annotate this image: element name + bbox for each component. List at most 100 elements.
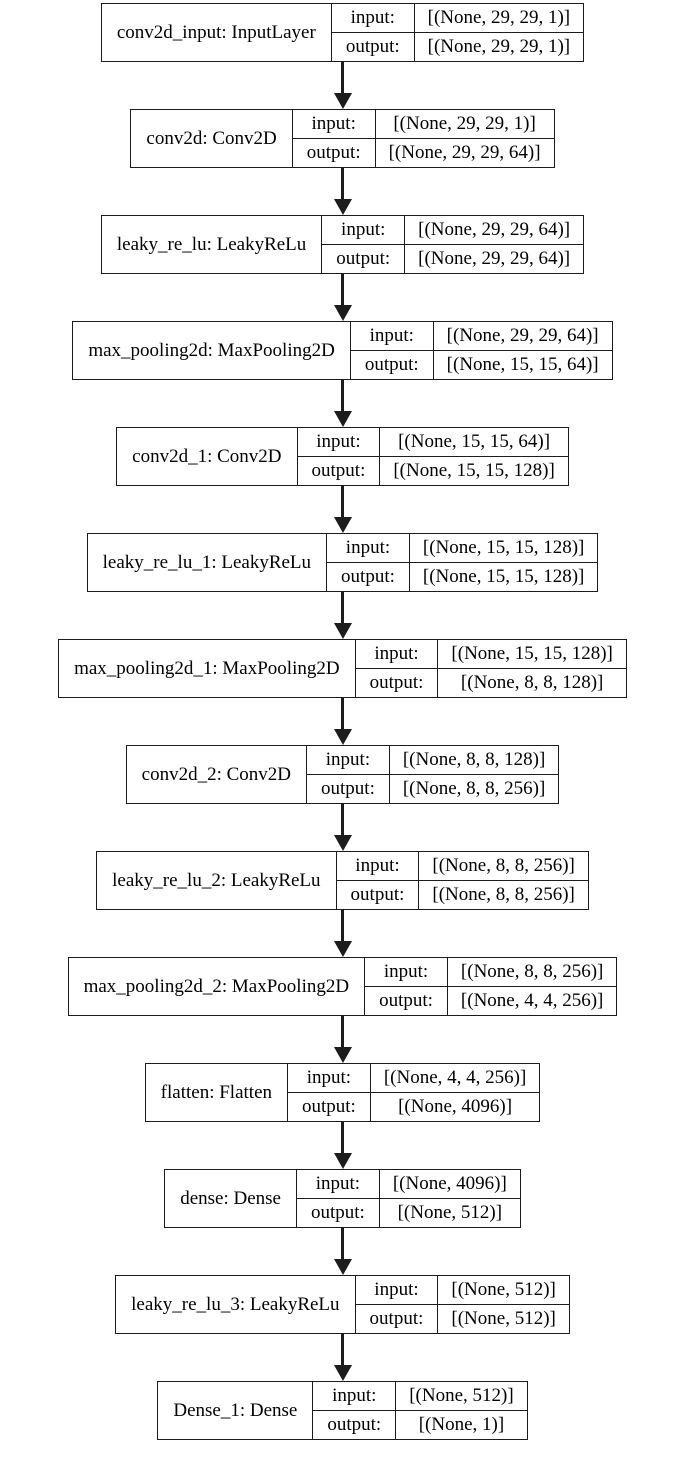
- input-label: input:: [335, 851, 420, 881]
- layer-node-conv2d-input: conv2d_input: InputLayer input: [(None, …: [100, 3, 585, 62]
- output-shape: [(None, 4096)]: [369, 1092, 541, 1122]
- layer-name: Dense_1: Dense: [157, 1381, 314, 1440]
- arrow-stem: [341, 486, 344, 517]
- connector-arrow: [333, 168, 352, 215]
- output-label: output:: [312, 1410, 397, 1440]
- layer-node-max-pooling2d: max_pooling2d: MaxPooling2D input: [(Non…: [72, 321, 613, 380]
- layer-node-conv2d-1: conv2d_1: Conv2D input: [(None, 15, 15, …: [116, 427, 569, 486]
- output-shape: [(None, 8, 8, 256)]: [388, 774, 560, 804]
- arrowhead-icon: [333, 517, 352, 533]
- input-label: input:: [364, 957, 448, 987]
- input-shape: [(None, 8, 8, 256)]: [418, 851, 589, 881]
- connector-arrow: [333, 1228, 352, 1275]
- output-shape: [(None, 4, 4, 256)]: [446, 986, 618, 1016]
- arrowhead-icon: [333, 1153, 352, 1169]
- output-label: output:: [330, 32, 415, 62]
- input-label: input:: [354, 1275, 439, 1305]
- output-label: output:: [354, 668, 439, 698]
- connector-arrow: [333, 1334, 352, 1381]
- arrow-stem: [341, 698, 344, 729]
- arrowhead-icon: [333, 835, 352, 851]
- arrowhead-icon: [333, 1047, 352, 1063]
- connector-arrow: [333, 380, 352, 427]
- input-label: input:: [321, 215, 406, 245]
- layer-node-max-pooling2d-2: max_pooling2d_2: MaxPooling2D input: [(N…: [67, 957, 618, 1016]
- layer-name: leaky_re_lu_2: LeakyReLu: [96, 851, 337, 910]
- layer-name: leaky_re_lu_3: LeakyReLu: [115, 1275, 356, 1334]
- input-shape: [(None, 15, 15, 128)]: [408, 533, 599, 563]
- layer-name: conv2d_input: InputLayer: [100, 3, 332, 62]
- layer-name: dense: Dense: [164, 1169, 297, 1228]
- arrow-stem: [341, 910, 344, 941]
- arrowhead-icon: [333, 1365, 352, 1381]
- input-shape: [(None, 512)]: [395, 1381, 528, 1411]
- output-shape: [(None, 512)]: [437, 1304, 570, 1334]
- layer-node-dense: dense: Dense input: [(None, 4096)] outpu…: [164, 1169, 521, 1228]
- input-shape: [(None, 8, 8, 256)]: [446, 957, 618, 987]
- arrow-stem: [341, 168, 344, 199]
- input-label: input:: [295, 1169, 380, 1199]
- layer-node-leaky-re-lu: leaky_re_lu: LeakyReLu input: [(None, 29…: [100, 215, 585, 274]
- input-label: input:: [291, 109, 376, 139]
- layer-node-leaky-re-lu-3: leaky_re_lu_3: LeakyReLu input: [(None, …: [115, 1275, 570, 1334]
- output-label: output:: [326, 562, 410, 592]
- layer-name: leaky_re_lu_1: LeakyReLu: [86, 533, 328, 592]
- output-label: output:: [349, 350, 434, 380]
- connector-arrow: [333, 804, 352, 851]
- output-shape: [(None, 29, 29, 64)]: [404, 244, 585, 274]
- input-label: input:: [326, 533, 410, 563]
- arrow-stem: [341, 804, 344, 835]
- arrowhead-icon: [333, 1259, 352, 1275]
- output-label: output:: [296, 456, 381, 486]
- connector-arrow: [333, 486, 352, 533]
- output-label: output:: [364, 986, 448, 1016]
- layer-name: conv2d_1: Conv2D: [116, 427, 298, 486]
- arrow-stem: [341, 1228, 344, 1259]
- input-shape: [(None, 29, 29, 1)]: [374, 109, 555, 139]
- output-shape: [(None, 15, 15, 128)]: [379, 456, 569, 486]
- input-shape: [(None, 29, 29, 64)]: [404, 215, 585, 245]
- layer-node-dense-1: Dense_1: Dense input: [(None, 512)] outp…: [157, 1381, 528, 1440]
- connector-arrow: [333, 62, 352, 109]
- input-label: input:: [296, 427, 381, 457]
- layer-name: conv2d: Conv2D: [130, 109, 293, 168]
- output-label: output:: [354, 1304, 439, 1334]
- output-shape: [(None, 29, 29, 1)]: [413, 32, 585, 62]
- input-label: input:: [330, 3, 415, 33]
- input-label: input:: [349, 321, 434, 351]
- layer-name: leaky_re_lu: LeakyReLu: [100, 215, 323, 274]
- connector-arrow: [333, 910, 352, 957]
- input-label: input:: [287, 1063, 371, 1093]
- output-label: output:: [287, 1092, 371, 1122]
- arrowhead-icon: [333, 93, 352, 109]
- input-label: input:: [354, 639, 439, 669]
- output-label: output:: [295, 1198, 380, 1228]
- input-label: input:: [312, 1381, 397, 1411]
- output-label: output:: [335, 880, 420, 910]
- input-shape: [(None, 29, 29, 64)]: [432, 321, 613, 351]
- connector-arrow: [333, 592, 352, 639]
- output-label: output:: [321, 244, 406, 274]
- input-shape: [(None, 4, 4, 256)]: [369, 1063, 541, 1093]
- connector-arrow: [333, 274, 352, 321]
- layer-name: max_pooling2d_1: MaxPooling2D: [58, 639, 356, 698]
- connector-arrow: [333, 698, 352, 745]
- output-shape: [(None, 15, 15, 128)]: [408, 562, 599, 592]
- arrow-stem: [341, 1016, 344, 1047]
- input-label: input:: [306, 745, 390, 775]
- output-shape: [(None, 8, 8, 256)]: [418, 880, 589, 910]
- layer-name: flatten: Flatten: [144, 1063, 289, 1122]
- arrowhead-icon: [333, 199, 352, 215]
- output-label: output:: [291, 138, 376, 168]
- layer-node-leaky-re-lu-2: leaky_re_lu_2: LeakyReLu input: [(None, …: [96, 851, 589, 910]
- arrowhead-icon: [333, 411, 352, 427]
- input-shape: [(None, 512)]: [437, 1275, 570, 1305]
- output-shape: [(None, 15, 15, 64)]: [432, 350, 613, 380]
- output-shape: [(None, 512)]: [378, 1198, 521, 1228]
- arrow-stem: [341, 592, 344, 623]
- layer-node-leaky-re-lu-1: leaky_re_lu_1: LeakyReLu input: [(None, …: [86, 533, 599, 592]
- arrow-stem: [341, 1122, 344, 1153]
- arrowhead-icon: [333, 729, 352, 745]
- layer-node-max-pooling2d-1: max_pooling2d_1: MaxPooling2D input: [(N…: [58, 639, 627, 698]
- layer-name: max_pooling2d: MaxPooling2D: [72, 321, 351, 380]
